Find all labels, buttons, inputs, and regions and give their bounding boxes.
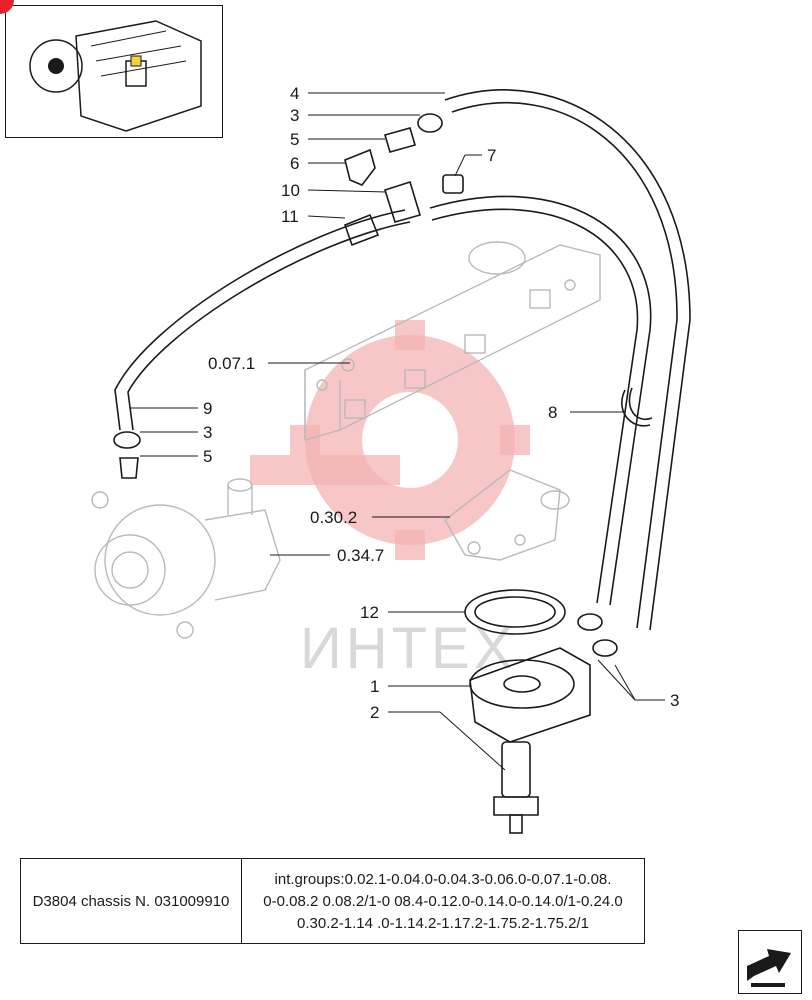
callout-7: 7 — [487, 146, 496, 165]
callout-3-top: 3 — [290, 106, 299, 125]
engine-thumbnail-icon — [29, 20, 202, 132]
hose-4 — [444, 89, 691, 631]
ghost-water-pump — [91, 478, 281, 639]
clamp-3-top — [417, 113, 443, 133]
callout-9: 9 — [203, 399, 212, 418]
callout-0-30-2: 0.30.2 — [310, 508, 357, 527]
elbow-6 — [344, 148, 376, 186]
groups-line-1: int.groups:0.02.1-0.04.0-0.04.3-0.06.0-0… — [274, 871, 612, 888]
callout-0-34-7: 0.34.7 — [337, 546, 384, 565]
callout-10: 10 — [281, 181, 300, 200]
groups-line-2: 0-0.08.2 0.08.2/1-0 08.4-0.12.0-0.14.0-0… — [263, 893, 623, 910]
tee-10 — [383, 180, 422, 223]
callout-5-left: 5 — [203, 447, 212, 466]
adapter-5-left — [119, 457, 139, 479]
ghost-thermostat-housing — [444, 469, 570, 561]
adapter-5-top — [384, 127, 416, 153]
callout-0-07-1: 0.07.1 — [208, 354, 255, 373]
plug-7 — [442, 174, 464, 194]
leader-lines — [130, 92, 665, 771]
ghost-manifold — [304, 241, 601, 441]
callout-4: 4 — [290, 84, 299, 103]
sensor-11 — [343, 213, 380, 247]
next-page-arrow-icon — [747, 949, 791, 987]
groups-line-3: 0.30.2-1.14 .0-1.14.2-1.17.2-1.75.2-1.75… — [297, 915, 589, 932]
callout-1: 1 — [370, 677, 379, 696]
hose-9 — [114, 195, 652, 606]
callout-3-bottom: 3 — [670, 691, 679, 710]
info-table: D3804 chassis N. 031009910 int.groups:0.… — [20, 858, 645, 944]
chassis-cell: D3804 chassis N. 031009910 — [21, 859, 242, 943]
clamp-3-left — [113, 431, 141, 449]
oil-cooler-1 — [469, 647, 591, 743]
callout-11: 11 — [281, 207, 299, 226]
callout-2: 2 — [370, 703, 379, 722]
gasket-12 — [464, 589, 566, 635]
watermark-gear-icon — [250, 320, 530, 560]
groups-cell: int.groups:0.02.1-0.04.0-0.04.3-0.06.0-0… — [242, 859, 644, 943]
callout-8: 8 — [548, 403, 557, 422]
clamps-3-bottom — [577, 613, 618, 657]
callout-5-top: 5 — [290, 130, 299, 149]
fitting-2 — [493, 741, 539, 834]
engine-thumbnail — [5, 5, 223, 138]
clip-8 — [621, 387, 653, 427]
callout-3-left: 3 — [203, 423, 212, 442]
callout-12: 12 — [360, 603, 379, 622]
callout-6: 6 — [290, 154, 299, 173]
watermark-text: ИНТЕХ — [300, 616, 516, 681]
next-page-button[interactable] — [738, 930, 802, 994]
